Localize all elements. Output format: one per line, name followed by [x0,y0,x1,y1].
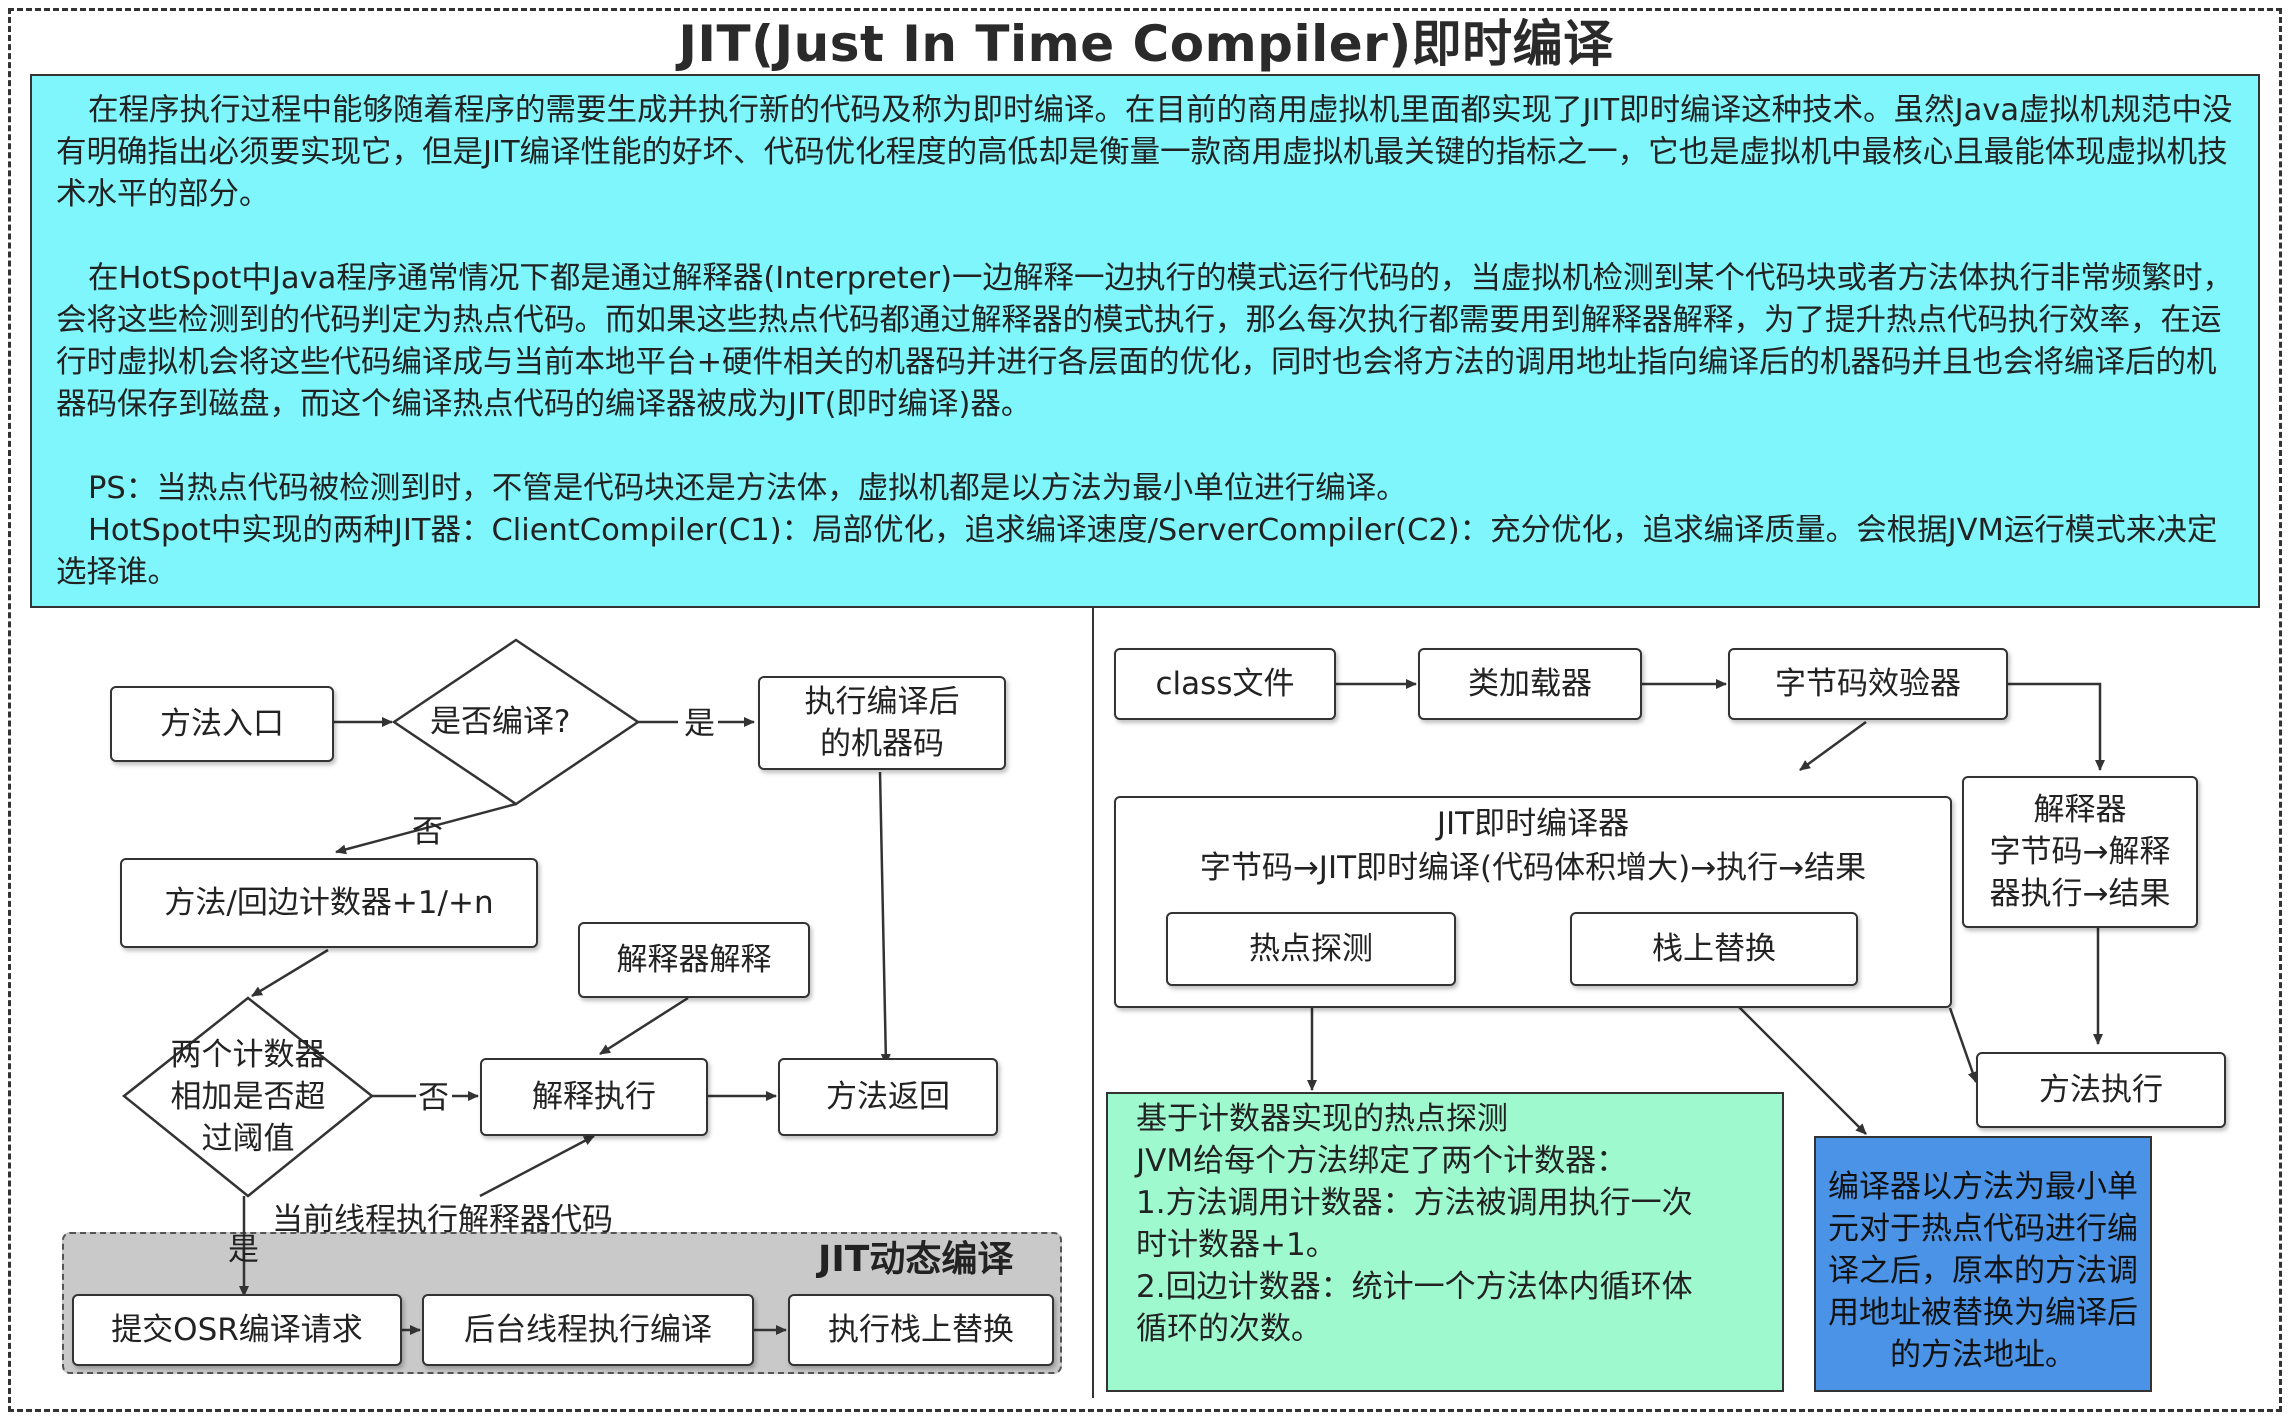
no-label: 否 [412,814,443,850]
current-thread-label: 当前线程执行解释器代码 [272,1202,613,1238]
intro-paragraph-2: 在HotSpot中Java程序通常情况下都是通过解释器(Interpreter)… [56,261,2233,422]
bytecode-verifier-box: 字节码效验器 [1728,648,2008,720]
intro-paragraph-4: HotSpot中实现的两种JIT器：ClientCompiler(C1)：局部优… [56,513,2218,590]
jit-group-label: JIT动态编译 [818,1239,1014,1280]
submit-osr-box: 提交OSR编译请求 [72,1294,402,1366]
counter-box: 方法/回边计数器+1/+n [120,858,538,948]
threshold-label: 两个计数器 相加是否超 过阈值 [170,1037,326,1157]
exec-compiled-box: 执行编译后 的机器码 [758,676,1006,770]
yes2-label: 是 [228,1232,259,1268]
exec-osr-box: 执行栈上替换 [788,1294,1054,1366]
outer-frame [8,8,2282,1412]
intro-paragraph-1: 在程序执行过程中能够随着程序的需要生成并执行新的代码及称为即时编译。在目前的商用… [56,93,2233,212]
hotspot-counter-note: 基于计数器实现的热点探测 JVM给每个方法绑定了两个计数器： 1.方法调用计数器… [1106,1092,1784,1392]
compiler-method-note: 编译器以方法为最小单 元对于热点代码进行编 译之后，原本的方法调 用地址被替换为… [1814,1136,2152,1392]
jit-compiler-desc: 字节码→JIT即时编译(代码体积增大)→执行→结果 [1199,850,1867,886]
class-file-box: class文件 [1114,648,1336,720]
panel-divider [1092,608,1094,1398]
page-title: JIT(Just In Time Compiler)即时编译 [678,15,1614,73]
no2-label: 否 [418,1080,449,1116]
arrow-compiled-to-return [878,771,891,1065]
intro-panel: 在程序执行过程中能够随着程序的需要生成并执行新的代码及称为即时编译。在目前的商用… [30,74,2260,608]
interpret-exec-box: 解释执行 [480,1058,708,1136]
arrow-interp-to-exec [599,996,689,1056]
intro-paragraph-3: PS：当热点代码被检测到时，不管是代码块还是方法体，虚拟机都是以方法为最小单位进… [88,471,1407,506]
arrow-thread-to-exec [479,1134,595,1198]
arrow-counter-to-threshold [251,948,329,998]
arrow-osr-to-blue [1717,985,1867,1135]
jit-compiler-title: JIT即时编译器 [1436,806,1630,842]
method-exec-box: 方法执行 [1976,1052,2226,1128]
arrow-verifier-to-jit [1799,720,1867,772]
arrow-jit-to-method-exec [1948,1007,1978,1083]
interpreter-interpret-box: 解释器解释 [578,922,810,998]
yes-label: 是 [684,706,715,742]
arrow-decision-no [335,802,517,855]
hotspot-detect-box: 热点探测 [1166,912,1456,986]
osr-box: 栈上替换 [1570,912,1858,986]
method-entry-box: 方法入口 [110,686,334,762]
interpreter-box: 解释器 字节码→解释 器执行→结果 [1962,776,2198,928]
bg-compile-box: 后台线程执行编译 [422,1294,754,1366]
method-return-box: 方法返回 [778,1058,998,1136]
class-loader-box: 类加载器 [1418,648,1642,720]
threshold-diamond [121,996,375,1198]
is-compiled-label: 是否编译? [430,704,571,740]
arrow-verifier-to-interp [2008,682,2105,771]
